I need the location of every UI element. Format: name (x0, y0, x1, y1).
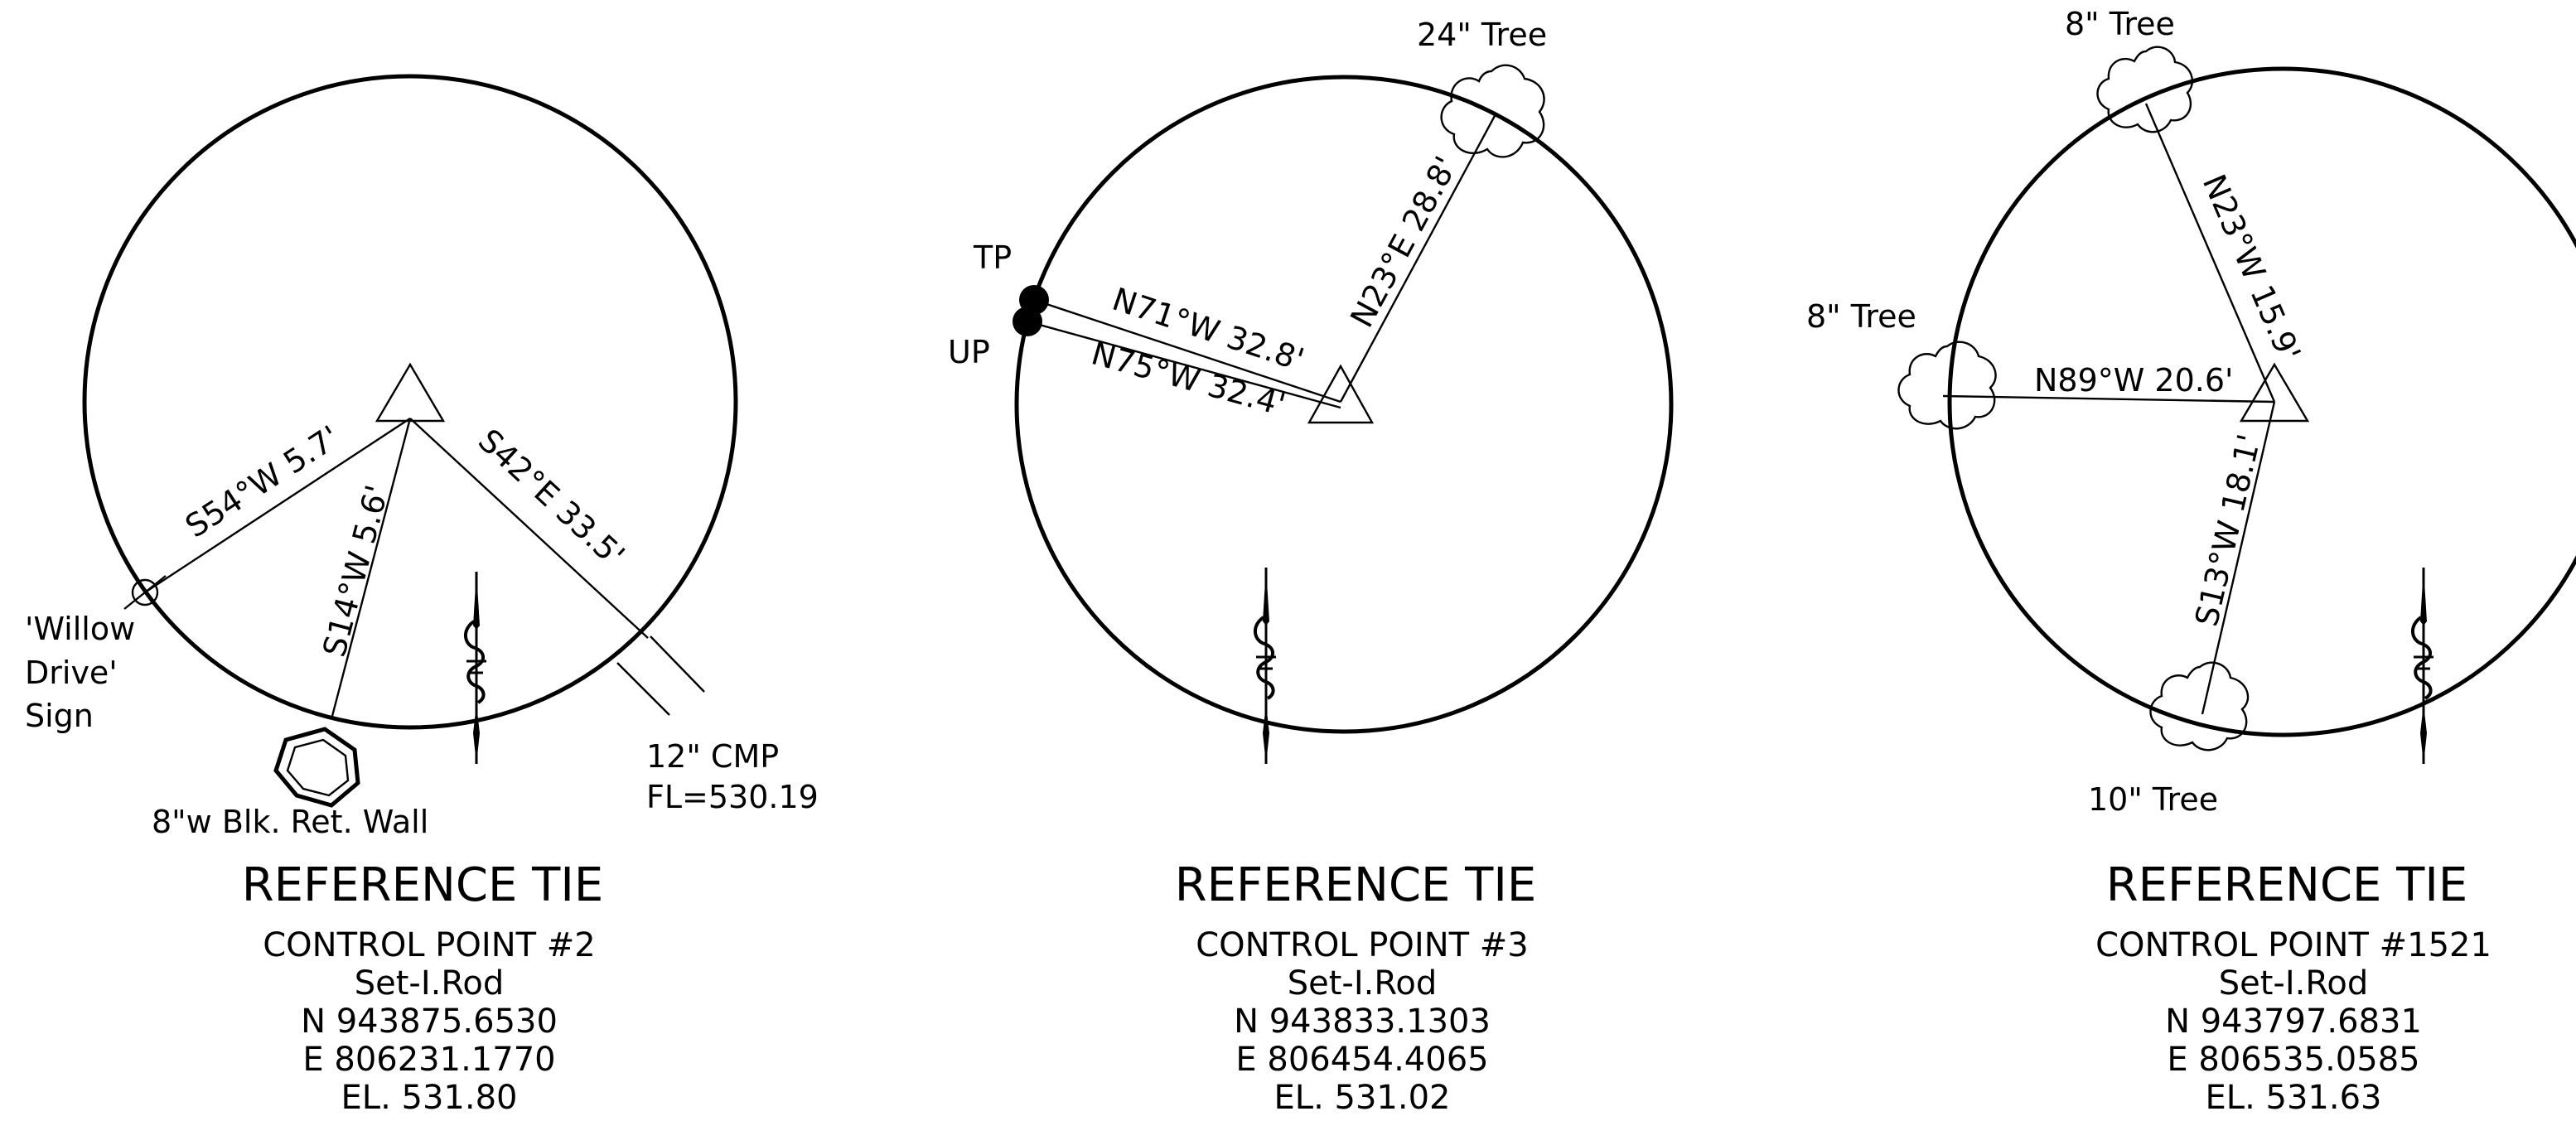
utility-pole-icon (1013, 307, 1042, 336)
up-label: UP (948, 334, 990, 370)
tree-bottom-label: 10" Tree (2088, 781, 2218, 818)
easting: E 806454.4065 (1235, 1041, 1488, 1079)
cmp-label-line-2: FL=530.19 (646, 779, 819, 815)
bearing-label-s14w: S14°W 5.6' (316, 481, 395, 660)
tie-line-cmp (409, 418, 649, 639)
tie-title: REFERENCE TIE (1175, 858, 1536, 912)
north-arrow-icon (464, 572, 486, 764)
monument-type: Set-I.Rod (1288, 964, 1438, 1003)
bearing-label-n89w: N89°W 20.6' (2034, 362, 2234, 399)
tie-line-up (1027, 320, 1341, 409)
sign-label-line-1: 'Willow (25, 611, 135, 647)
elevation: EL. 531.80 (341, 1079, 518, 1117)
retaining-wall-icon (273, 727, 360, 808)
sign-post-icon (131, 578, 159, 606)
reference-tie-cp2: S54°W 5.7' S14°W 5.6' S42°E 33.5' 'Willo… (25, 74, 819, 1117)
cmp-pipe-icon (616, 635, 705, 716)
tree-label: 24" Tree (1417, 17, 1547, 53)
north-arrow-icon (2411, 568, 2433, 764)
northing: N 943875.6530 (301, 1003, 558, 1041)
control-point-triangle-icon (375, 362, 446, 423)
sign-post-icon-slash (123, 575, 167, 610)
easting: E 806535.0585 (2167, 1041, 2419, 1079)
tie-circle (1014, 75, 1674, 734)
north-arrow-icon (1254, 568, 1276, 764)
tie-title: REFERENCE TIE (242, 858, 603, 912)
tree-icon-top (2096, 46, 2193, 133)
northing: N 943797.6831 (2165, 1003, 2422, 1041)
reference-tie-cp3: N71°W 32.8' N75°W 32.4' N23°E 28.8' TP U… (948, 17, 1674, 1117)
tie-line-sign (144, 417, 411, 594)
tie-title: REFERENCE TIE (2106, 858, 2467, 912)
tree-icon (1440, 64, 1545, 158)
control-point-name: CONTROL POINT #1521 (2095, 926, 2491, 964)
tie-line-tree (1339, 114, 1497, 403)
bearing-label-s54w: S54°W 5.7' (179, 418, 346, 544)
control-point-triangle-icon (2239, 362, 2310, 423)
control-point-name: CONTROL POINT #3 (1196, 926, 1528, 964)
monument-type: Set-I.Rod (2219, 964, 2369, 1003)
northing: N 943833.1303 (1234, 1003, 1491, 1041)
tree-icon-left (1897, 341, 1997, 430)
tie-line-tree-top (2144, 103, 2276, 403)
tp-label: TP (973, 239, 1012, 276)
tie-circle (1947, 66, 2576, 737)
control-point-triangle-icon (1307, 364, 1375, 424)
tie-line-tp (1033, 298, 1341, 403)
elevation: EL. 531.63 (2206, 1079, 2382, 1117)
sign-label-line-2: Drive' (25, 655, 118, 691)
sign-label-line-3: Sign (25, 698, 94, 734)
wall-label: 8"w Blk. Ret. Wall (152, 804, 428, 840)
reference-tie-cp1521: N23°W 15.9' N89°W 20.6' S13°W 18.1' 8" T… (1806, 6, 2576, 1117)
tree-top-label: 8" Tree (2065, 6, 2175, 42)
elevation: EL. 531.02 (1274, 1079, 1451, 1117)
tie-line-wall (330, 418, 412, 720)
tree-left-label: 8" Tree (1806, 298, 1916, 335)
tree-icon-bottom (2149, 661, 2250, 751)
bearing-label-n23e: N23°E 28.8' (1343, 151, 1464, 334)
monument-type: Set-I.Rod (355, 964, 505, 1003)
bearing-label-s13w: S13°W 18.1' (2188, 431, 2268, 630)
control-point-name: CONTROL POINT #2 (263, 926, 595, 964)
easting: E 806231.1770 (302, 1041, 555, 1079)
cmp-label-line-1: 12" CMP (646, 738, 779, 775)
bearing-label-n23w: N23°W 15.9' (2196, 169, 2308, 366)
tie-circle (82, 74, 738, 730)
tie-line-tree-left (1942, 394, 2275, 403)
